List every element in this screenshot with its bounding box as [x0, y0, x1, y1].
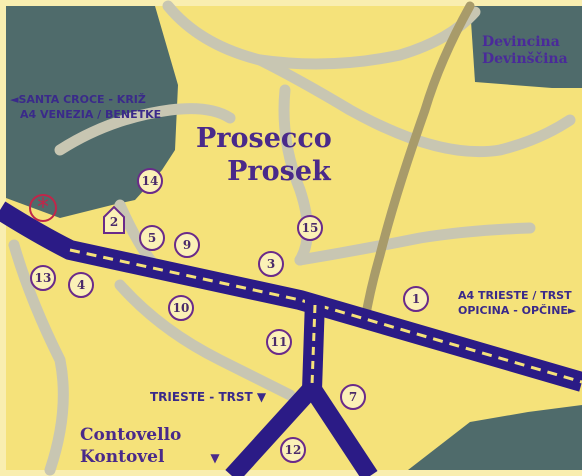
motorway: [0, 201, 582, 476]
minor-roads: [8, 0, 576, 476]
marker-15[interactable]: 15: [297, 215, 323, 241]
marker-1[interactable]: 1: [403, 286, 429, 312]
town-devincina: Devincina Devinščina: [482, 34, 568, 68]
road-label-east: A4 TRIESTE / TRST OPICINA - OPČINE►: [458, 288, 576, 318]
road-west: [54, 103, 236, 156]
asterisk-icon: *: [37, 193, 49, 221]
marker-9[interactable]: 9: [174, 232, 200, 258]
marker-10[interactable]: 10: [168, 295, 194, 321]
road-north-arc: [162, 0, 481, 70]
map-top-border: [0, 0, 582, 6]
town-contovello-line2: Kontovel: [80, 447, 165, 467]
road-southwest: [8, 239, 69, 476]
motorway-dashes: [69, 248, 582, 384]
town-prosecco-line2: Prosek: [227, 156, 331, 187]
road-label-west-line1: ◄SANTA CROCE - KRIŽ: [10, 93, 146, 106]
marker-4[interactable]: 4: [68, 272, 94, 298]
sea-northeast: [470, 6, 582, 88]
road-label-east-line1: A4 TRIESTE / TRST: [458, 289, 572, 302]
road-northeast: [254, 54, 576, 158]
town-devincina-line2: Devinščina: [482, 51, 568, 67]
road-label-east-line2: OPICINA - OPČINE►: [458, 304, 577, 317]
road-label-south: TRIESTE - TRST ▼: [150, 390, 267, 404]
road-central: [278, 84, 313, 266]
marker-7[interactable]: 7: [340, 384, 366, 410]
marker-11[interactable]: 11: [266, 329, 292, 355]
town-contovello: Contovello Kontovel ▼: [80, 424, 220, 469]
sea-southeast: [408, 405, 582, 470]
map-left-border: [0, 0, 6, 476]
town-contovello-line1: Contovello: [80, 425, 182, 445]
marker-house-2-label: 2: [109, 215, 119, 229]
town-prosecco: Prosecco Prosek: [196, 122, 332, 188]
town-contovello-line2-row: Kontovel ▼: [80, 446, 220, 469]
marker-12[interactable]: 12: [280, 437, 306, 463]
sea-west: [6, 6, 178, 218]
marker-14[interactable]: 14: [137, 168, 163, 194]
motorway-south-west: [225, 381, 319, 476]
house-icon: [103, 205, 125, 234]
road-east: [294, 222, 536, 266]
town-prosecco-line1: Prosecco: [196, 123, 332, 154]
town-devincina-line1: Devincina: [482, 34, 560, 50]
motorway-south-east: [304, 383, 378, 476]
marker-13[interactable]: 13: [30, 265, 56, 291]
motorway-main: [0, 201, 582, 392]
marker-3[interactable]: 3: [258, 251, 284, 277]
map-bottom-border: [0, 470, 582, 476]
arrow-down-icon: ▼: [210, 451, 220, 465]
marker-5[interactable]: 5: [139, 225, 165, 251]
marker-house-2[interactable]: 2: [102, 205, 126, 235]
road-label-west: ◄SANTA CROCE - KRIŽ A4 VENEZIA / BENETKE: [10, 92, 161, 122]
road-south-loop: [114, 279, 296, 401]
tram-line: [360, 1, 475, 325]
road-label-west-line2: A4 VENEZIA / BENETKE: [20, 108, 162, 121]
marker-star[interactable]: *: [29, 194, 57, 222]
